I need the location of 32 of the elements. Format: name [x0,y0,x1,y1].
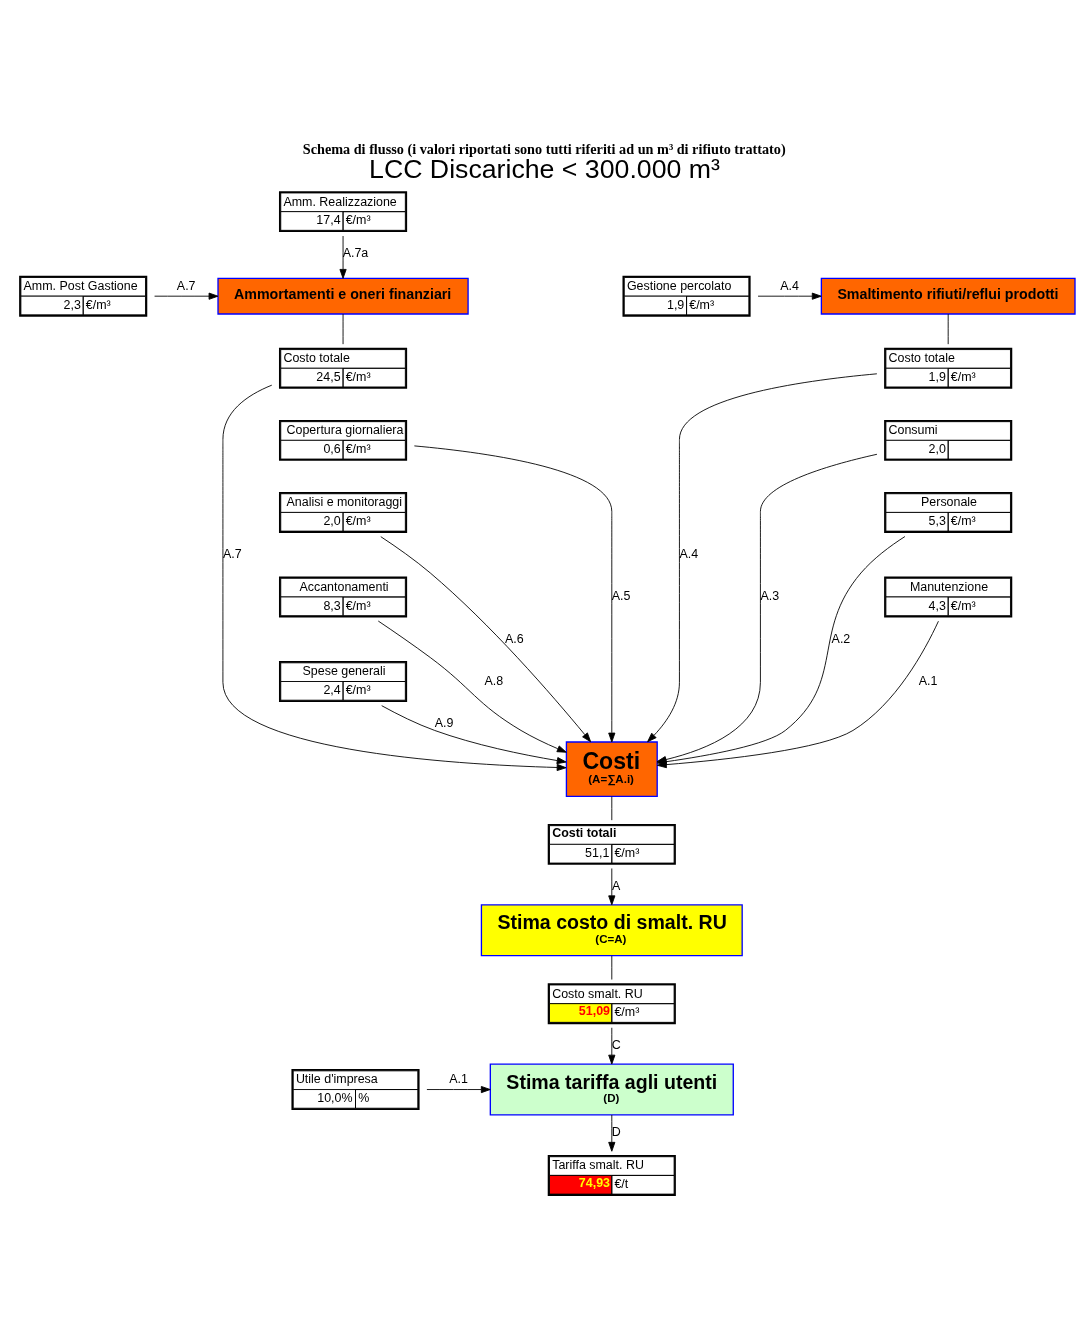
edge-label: A [612,878,621,893]
arrow [154,292,219,300]
edge-label: D [611,1124,621,1139]
edge-label: A.1 [449,1071,468,1086]
arrow [377,620,567,753]
edge-label: A.6 [505,631,524,646]
edge-label: A.4 [780,278,799,293]
edge-label: A.1 [918,673,938,688]
arrow [426,1085,491,1093]
edge-label: A.7 [176,278,196,293]
edge-label: A.8 [484,673,504,688]
node-box: Stima costo di smalt. RU (C=A) [480,903,743,956]
edge-label: C [611,1037,621,1052]
edge-label: A.2 [831,631,851,646]
arrow [608,1026,616,1064]
node-box: Ammortamenti e oneri finanziari [217,277,469,315]
edge-label: A.5 [611,588,631,603]
arrow [380,535,592,742]
arrow [222,384,567,771]
node-box: Smaltimento rifiuti/reflui prodotti [820,277,1076,315]
arrow [413,444,616,742]
arrow [339,235,347,279]
arrow [647,372,878,742]
edge-label: A.9 [434,715,454,730]
edge-label: A.7 [222,546,242,561]
arrow [608,867,616,905]
arrow [608,1114,616,1152]
edge-label: A.7a [342,245,369,260]
node-box: Stima tariffa agli utenti (D) [489,1063,734,1116]
node-box: Costi (A=∑A.i) [565,740,658,797]
arrow [757,292,822,300]
arrow [381,704,567,764]
